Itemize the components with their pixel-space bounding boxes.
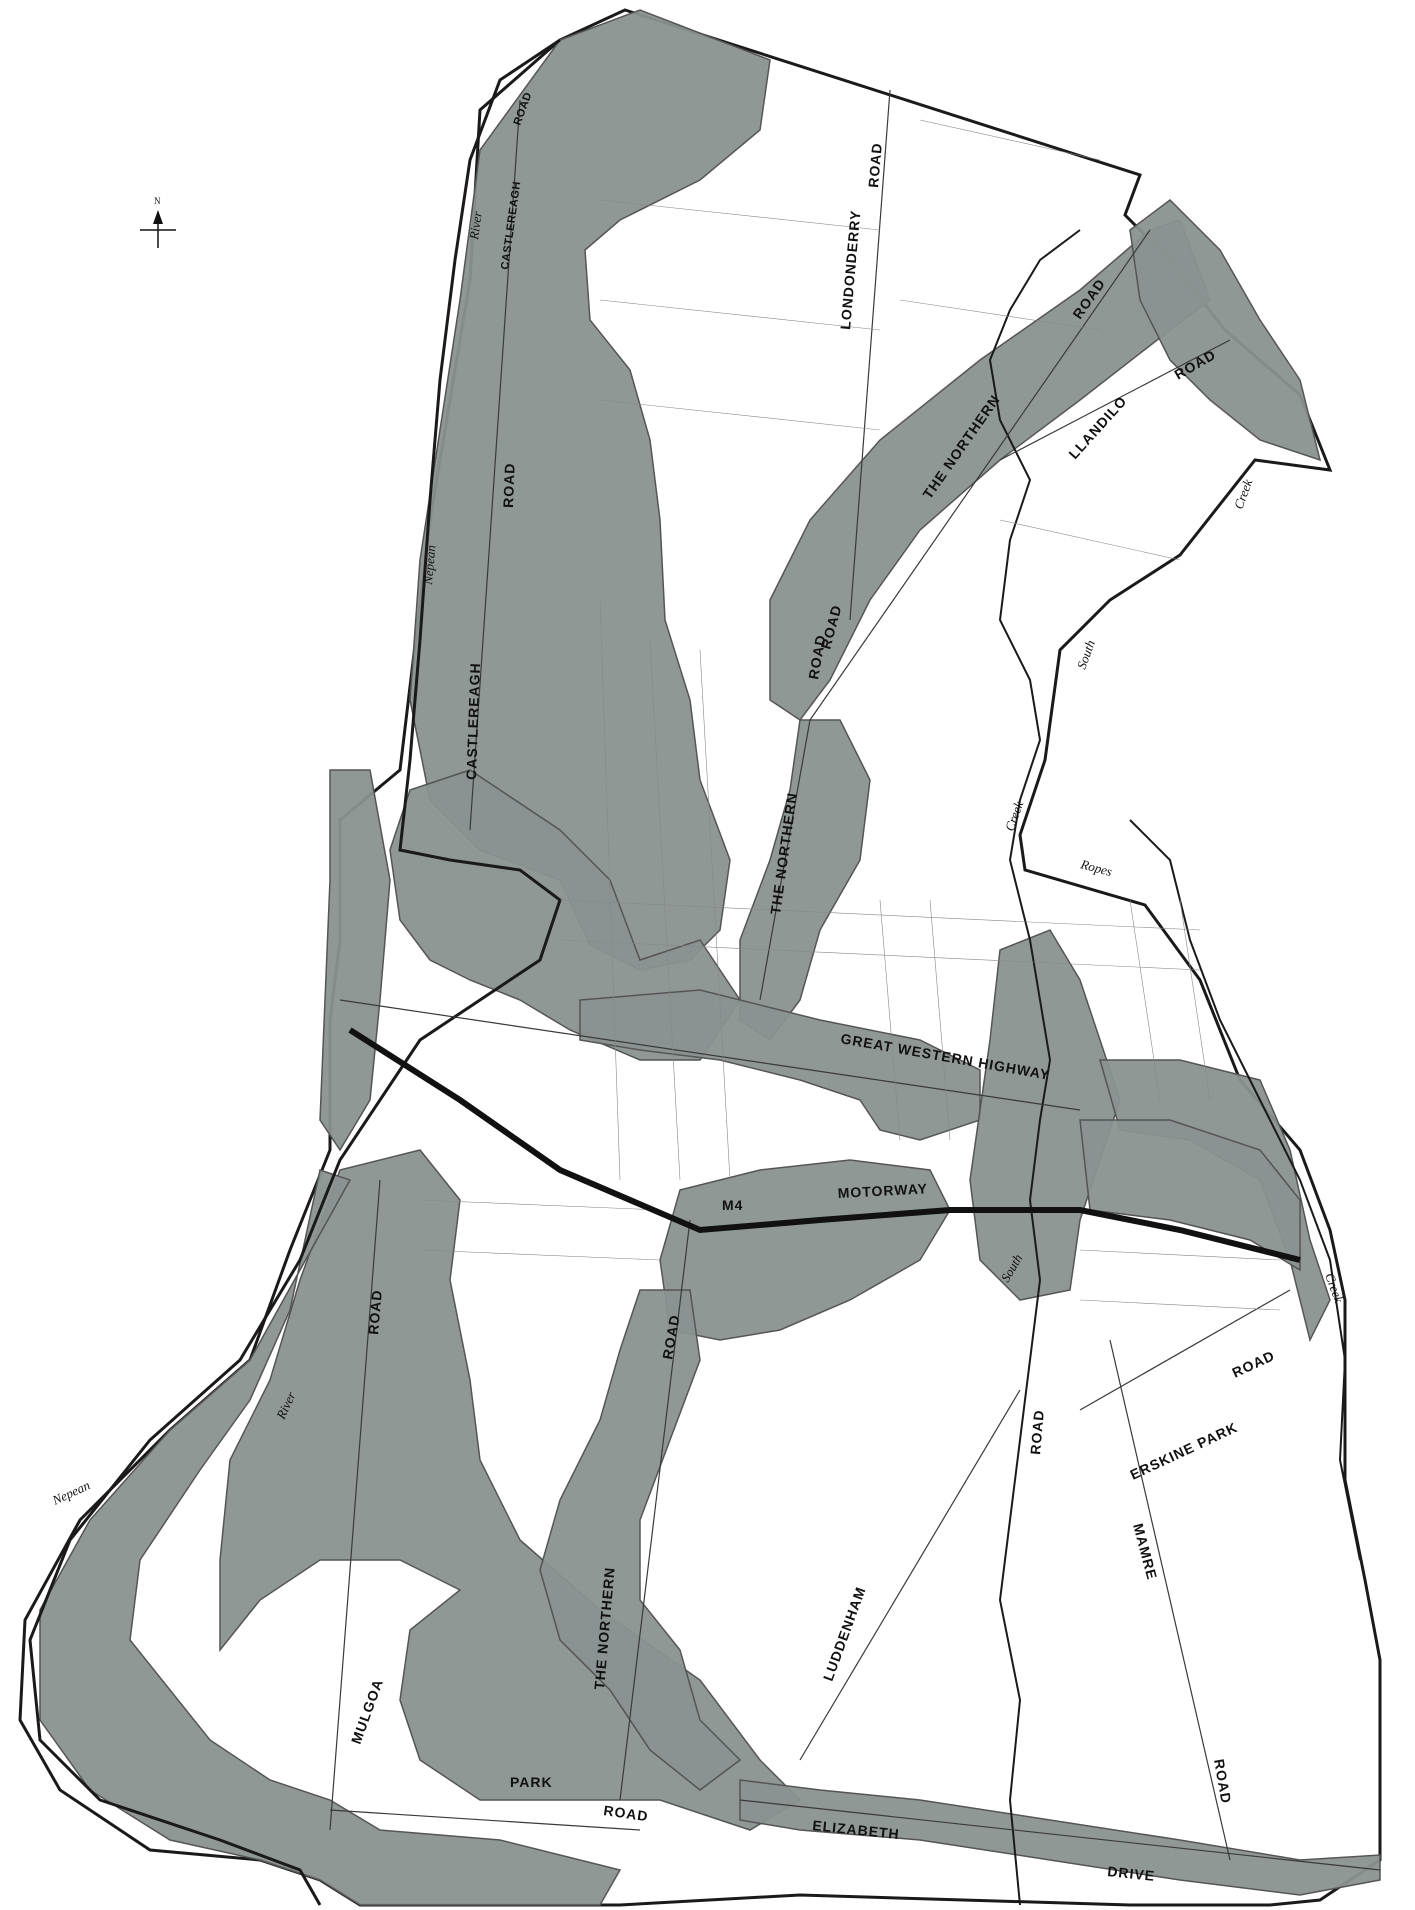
flood-zone-east-highway: [1079, 1119, 1301, 1272]
road-park: [329, 1809, 641, 1831]
label-castlereagh-road: ROAD: [500, 462, 518, 508]
road-highway: [339, 999, 1081, 1111]
road-northern-south: [619, 1219, 691, 1801]
road-luddenham: [799, 1389, 1021, 1761]
label-park: PARK: [510, 1774, 553, 1790]
label-drive: DRIVE: [1107, 1863, 1156, 1884]
label-motorway: MOTORWAY: [837, 1180, 928, 1201]
label-ropes: Ropes: [1078, 856, 1114, 879]
label-nepean-north: Nepean: [420, 544, 438, 586]
road-mamre: [1109, 1339, 1231, 1861]
flood-zones: [39, 9, 1381, 1906]
label-londonderry-road: ROAD: [865, 142, 885, 188]
south-creek: [988, 229, 1081, 1906]
label-river-north: River: [466, 210, 485, 242]
label-road-south-creek: ROAD: [1027, 1409, 1047, 1455]
road-castlereagh: [469, 99, 521, 831]
north-label: N: [154, 196, 161, 206]
label-castlereagh-main: CASTLEREAGH: [463, 662, 483, 780]
flood-zone-castlereagh: [409, 9, 771, 971]
label-south-top: South: [1074, 638, 1098, 671]
road-erskine-park: [1079, 1289, 1291, 1411]
label-nepean-south: Nepean: [49, 1477, 92, 1508]
label-mamre-road: ROAD: [1211, 1758, 1235, 1805]
flood-zone-llandilo: [1129, 199, 1322, 462]
road-elizabeth-drive: [739, 1799, 1381, 1871]
label-mulgoa-road-top: ROAD: [365, 1289, 385, 1335]
m4-motorway: [348, 1027, 1301, 1263]
flood-zone-northern-south: [539, 1289, 742, 1791]
road-londonderry: [849, 89, 891, 621]
road-llandilo: [999, 339, 1231, 461]
label-park-road: ROAD: [603, 1802, 650, 1824]
flood-zone-west-strip: [319, 769, 391, 1152]
flood-zone-penrith-west: [389, 769, 741, 1061]
north-arrow: N: [140, 196, 176, 248]
flood-zone-nepean-south: [39, 1169, 622, 1906]
label-northern-south-road: ROAD: [659, 1313, 683, 1360]
road-northern-mid: [759, 719, 811, 1001]
label-northern-mid-road: ROAD: [805, 633, 829, 680]
label-m4: M4: [722, 1197, 743, 1213]
road-northern-upper: [809, 229, 1151, 721]
nepean-river: [28, 38, 562, 1906]
flood-zone-elizabeth-drive: [739, 1779, 1381, 1896]
road-mulgoa: [329, 1179, 381, 1831]
roads: [329, 89, 1381, 1871]
